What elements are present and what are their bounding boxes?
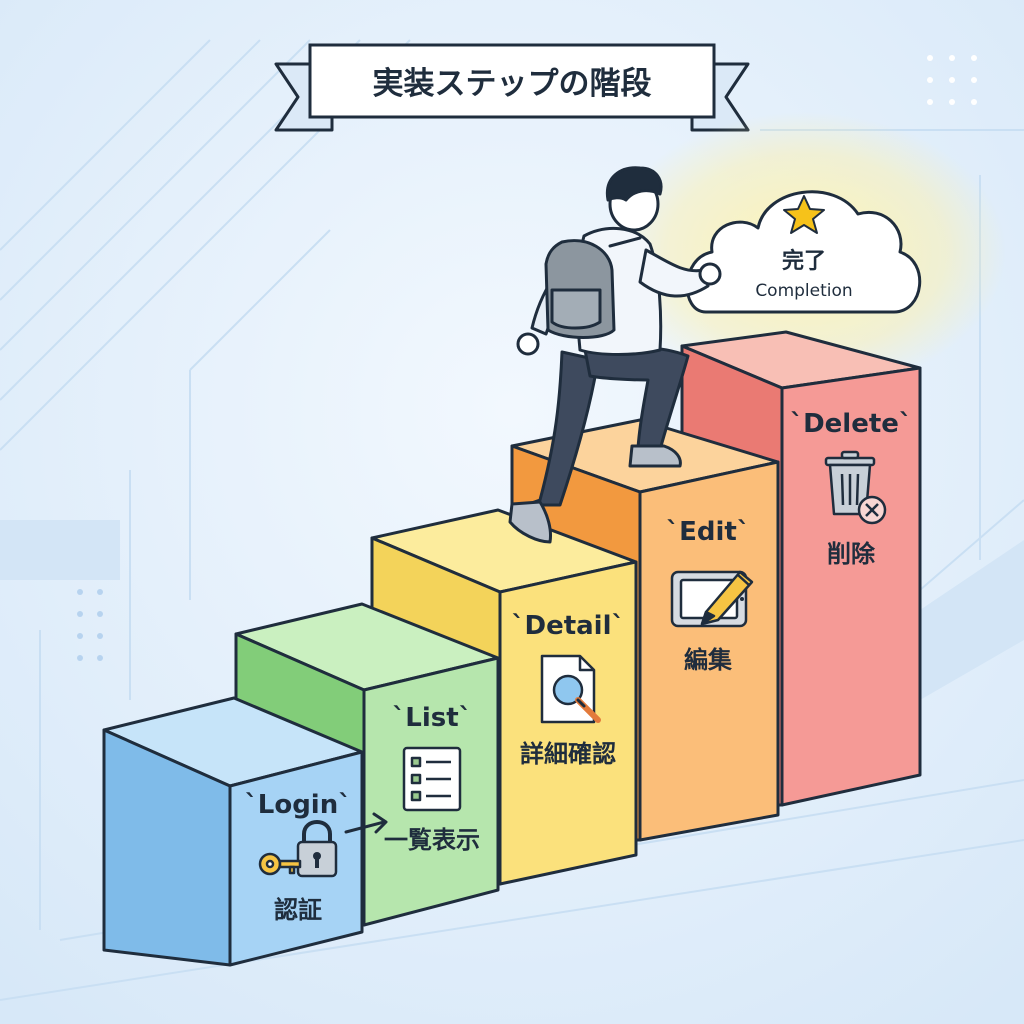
- background-panel-left: [0, 520, 120, 580]
- star-icon: [783, 195, 825, 234]
- magnifier-document-icon: [540, 654, 601, 724]
- step-label: 削除: [827, 540, 876, 568]
- step-label: 一覧表示: [384, 826, 480, 854]
- dot-grid-decoration: [927, 55, 977, 105]
- backpack-strap: [608, 236, 642, 248]
- goal-label-jp: 完了: [782, 248, 826, 274]
- lock-key-icon: [258, 820, 338, 878]
- step-label: 詳細確認: [520, 740, 616, 768]
- list-icon: [402, 746, 462, 812]
- page-title: 実装ステップの階段: [373, 66, 652, 102]
- step-code-label: `Delete`: [790, 409, 912, 439]
- person-hair: [605, 166, 663, 202]
- person-back-shoe: [508, 500, 552, 544]
- step-code-label: `List`: [392, 703, 471, 733]
- goal-cloud: 完了 Completion: [606, 112, 1006, 392]
- person-front-shoe: [628, 444, 682, 468]
- tablet-pencil-icon: [670, 570, 754, 628]
- trash-delete-icon: [824, 450, 887, 525]
- step-code-label: `Login`: [245, 790, 351, 820]
- step-code-label: `Edit`: [666, 517, 750, 547]
- staircase: `Delete` 削除 `Edit`: [102, 330, 922, 967]
- title-banner: 実装ステップの階段: [274, 43, 750, 132]
- step-front-face: [228, 750, 364, 967]
- arrow-right-icon: [344, 812, 388, 834]
- climbing-person: [508, 166, 722, 544]
- dot-grid-decoration-left: [77, 589, 103, 661]
- banner-panel: [308, 43, 716, 119]
- person-front-arm: [638, 248, 710, 298]
- person-back-hand: [516, 332, 540, 356]
- goal-label-en: Completion: [755, 281, 852, 301]
- background-panel-right: [920, 540, 1024, 700]
- step-front-face: [780, 366, 922, 807]
- step-label: 認証: [274, 896, 322, 924]
- step-code-label: `Detail`: [511, 611, 624, 641]
- step-login: `Login` 認証: [102, 696, 364, 967]
- step-label: 編集: [684, 646, 733, 674]
- step-front-face: [638, 460, 780, 842]
- person-front-hand: [698, 262, 722, 286]
- cloud-shape: [685, 190, 922, 314]
- backpack-pocket: [550, 288, 602, 330]
